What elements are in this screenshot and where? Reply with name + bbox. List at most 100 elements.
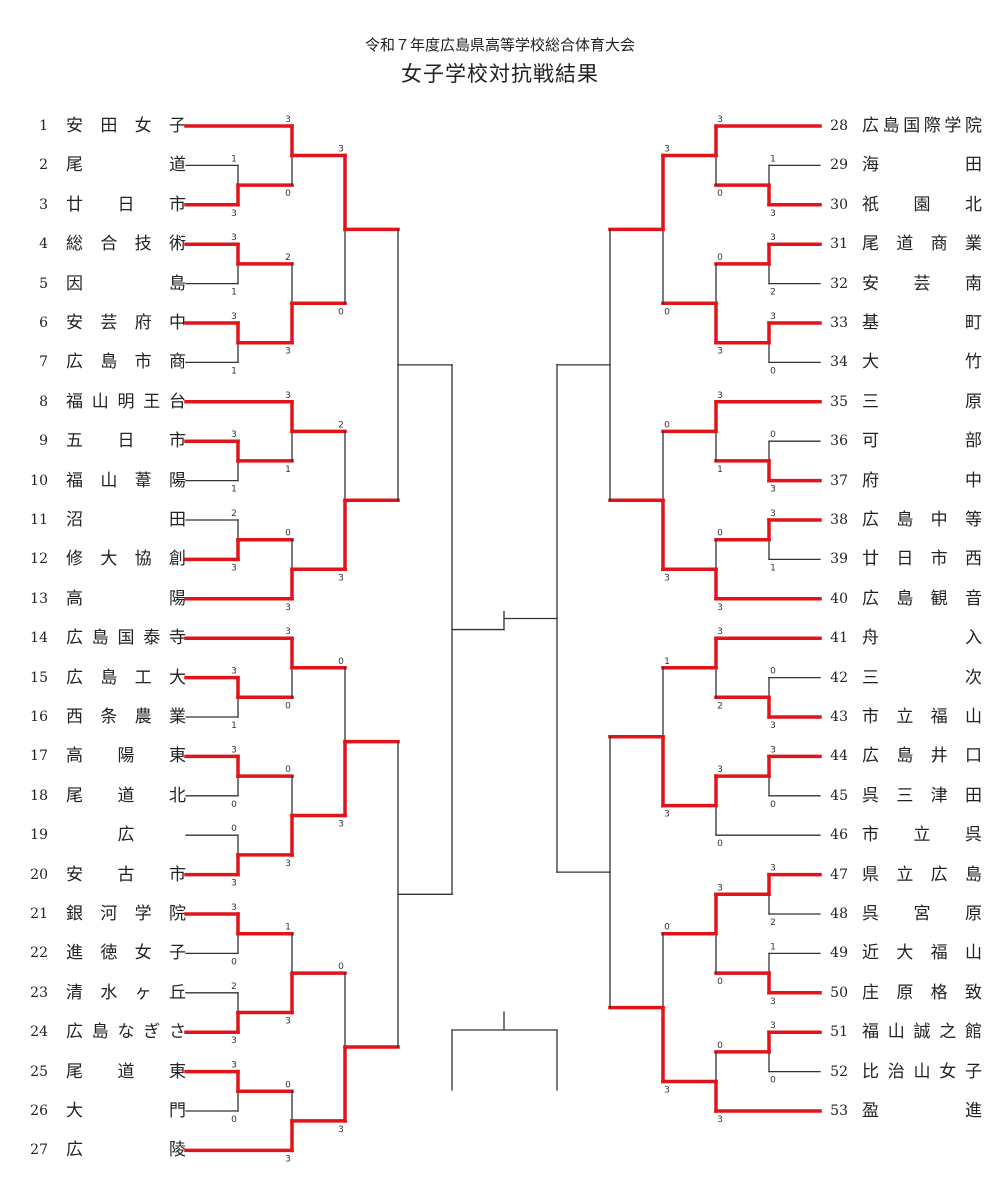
team-name: 安芸府中 — [66, 313, 186, 333]
team-name: 清水ヶ丘 — [66, 982, 186, 1003]
team-name: 広島なぎさ — [66, 1022, 186, 1043]
match-score: 3 — [770, 485, 776, 495]
team-name: 西条農業 — [66, 707, 186, 727]
match-score: 0 — [717, 253, 723, 263]
match-score: 2 — [770, 918, 776, 928]
team-name: 祇園北 — [862, 194, 982, 215]
team-number: 47 — [830, 866, 848, 883]
match-score: 3 — [285, 627, 291, 637]
team-number: 40 — [830, 590, 848, 607]
team-name: 大竹 — [862, 352, 982, 373]
team-number: 5 — [39, 275, 48, 292]
match-score: 0 — [717, 839, 723, 849]
match-score: 0 — [338, 657, 344, 667]
team-name: 廿日市 — [66, 194, 186, 215]
team-name: 舟入 — [862, 628, 982, 649]
team-number: 20 — [30, 866, 48, 883]
team-name: 尾道 — [66, 155, 186, 176]
page-title-line1: 令和７年度広島県高等学校総合体育大会 — [364, 36, 635, 54]
team-number: 14 — [30, 630, 48, 647]
match-score: 0 — [285, 529, 291, 539]
match-score: 3 — [770, 233, 776, 243]
team-name: 府中 — [862, 470, 982, 491]
team-number: 48 — [830, 906, 848, 922]
match-score: 3 — [338, 573, 344, 583]
team-number: 24 — [30, 1024, 48, 1041]
match-score: 3 — [664, 573, 670, 583]
match-score: 3 — [231, 903, 237, 913]
team-name: 庄原格致 — [862, 982, 982, 1003]
team-name: 沼田 — [66, 510, 186, 530]
match-score: 3 — [717, 603, 723, 613]
match-score: 0 — [717, 977, 723, 987]
match-score: 0 — [770, 366, 776, 376]
match-score: 3 — [770, 745, 776, 755]
team-name: 基町 — [862, 313, 982, 333]
team-name: 高陽 — [66, 588, 186, 609]
team-name: 安古市 — [66, 864, 186, 885]
match-score: 3 — [770, 209, 776, 219]
team-number: 22 — [30, 945, 48, 962]
team-number: 36 — [830, 433, 848, 450]
team-number: 27 — [30, 1142, 48, 1159]
team-number: 31 — [830, 236, 848, 253]
team-number: 33 — [830, 315, 848, 331]
match-score: 2 — [285, 253, 291, 263]
team-number: 51 — [830, 1024, 848, 1041]
team-name: 市立呉 — [862, 825, 982, 846]
match-score: 1 — [664, 657, 670, 667]
team-name: 市立福山 — [862, 707, 982, 727]
team-name: 近大福山 — [862, 943, 982, 964]
match-score: 0 — [338, 307, 344, 317]
team-name: 福山明王台 — [66, 391, 186, 412]
match-score: 0 — [231, 957, 237, 967]
match-score: 3 — [717, 391, 723, 401]
team-name: 広島工大 — [66, 667, 186, 688]
match-score: 0 — [770, 1076, 776, 1086]
team-name: 三原 — [862, 391, 982, 412]
team-name: 海田 — [862, 155, 982, 176]
match-score: 1 — [285, 923, 291, 933]
team-name: 安田女子 — [66, 116, 186, 136]
match-score: 3 — [231, 430, 237, 440]
team-name: 大門 — [66, 1101, 186, 1121]
team-name: 県立広島 — [862, 864, 982, 885]
match-score: 0 — [338, 962, 344, 972]
match-score: 0 — [770, 430, 776, 440]
team-number: 38 — [830, 512, 848, 528]
match-score: 3 — [338, 820, 344, 830]
match-score: 0 — [231, 824, 237, 834]
match-score: 0 — [231, 800, 237, 810]
team-name: 因島 — [66, 273, 186, 294]
match-score: 1 — [770, 154, 776, 164]
team-number: 30 — [830, 196, 848, 213]
team-name: 広島井口 — [862, 746, 982, 767]
match-score: 0 — [664, 923, 670, 933]
team-number: 53 — [830, 1103, 848, 1119]
team-number: 37 — [830, 472, 848, 489]
match-score: 0 — [231, 1115, 237, 1125]
match-score: 1 — [770, 563, 776, 573]
match-score: 3 — [231, 209, 237, 219]
match-score: 0 — [285, 765, 291, 775]
match-score: 3 — [231, 233, 237, 243]
team-number: 45 — [830, 787, 848, 804]
match-score: 1 — [231, 485, 237, 495]
team-name: 福山葦陽 — [66, 470, 186, 491]
team-name: 盈進 — [862, 1101, 982, 1121]
team-number: 7 — [39, 354, 48, 371]
match-score: 3 — [770, 312, 776, 322]
team-number: 2 — [39, 157, 48, 174]
team-number: 4 — [39, 236, 48, 253]
team-name: 総合技術 — [66, 234, 186, 255]
team-name: 安芸南 — [862, 273, 982, 294]
team-number: 15 — [30, 669, 48, 686]
match-score: 3 — [717, 115, 723, 125]
match-score: 3 — [231, 745, 237, 755]
team-number: 29 — [830, 157, 848, 174]
match-score: 0 — [664, 420, 670, 430]
team-name: 広 — [117, 825, 135, 846]
match-score: 3 — [770, 1021, 776, 1031]
team-number: 46 — [830, 827, 848, 844]
